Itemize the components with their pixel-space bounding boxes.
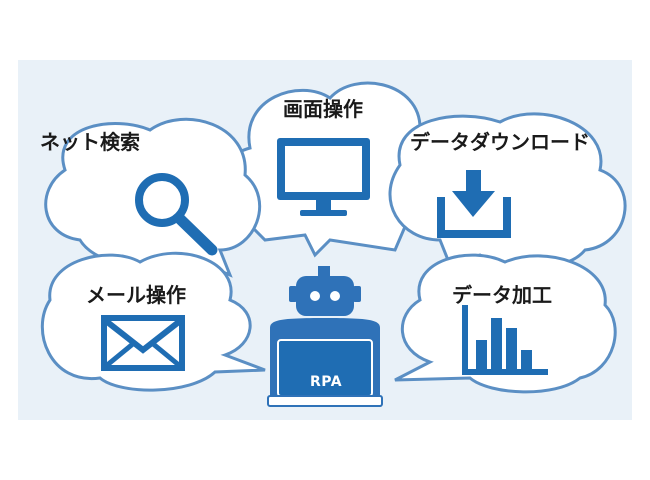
label-data-processing: データ加工 xyxy=(452,283,552,307)
rpa-laptop-text: RPA xyxy=(309,374,343,390)
robot-icon xyxy=(267,266,383,407)
bar-chart-icon xyxy=(462,305,548,375)
label-data-download: データダウンロード xyxy=(410,130,590,154)
cloud-left xyxy=(44,117,262,278)
cloud-bottom-right xyxy=(394,253,617,394)
monitor-icon xyxy=(277,138,370,216)
envelope-icon xyxy=(101,315,185,371)
label-screen-operation: 画面操作 xyxy=(283,97,363,121)
magnifier-icon xyxy=(135,173,218,256)
download-tray-icon xyxy=(437,170,511,238)
label-mail-operation: メール操作 xyxy=(86,283,186,307)
cloud-right xyxy=(388,112,627,269)
label-web-search: ネット検索 xyxy=(40,130,140,154)
